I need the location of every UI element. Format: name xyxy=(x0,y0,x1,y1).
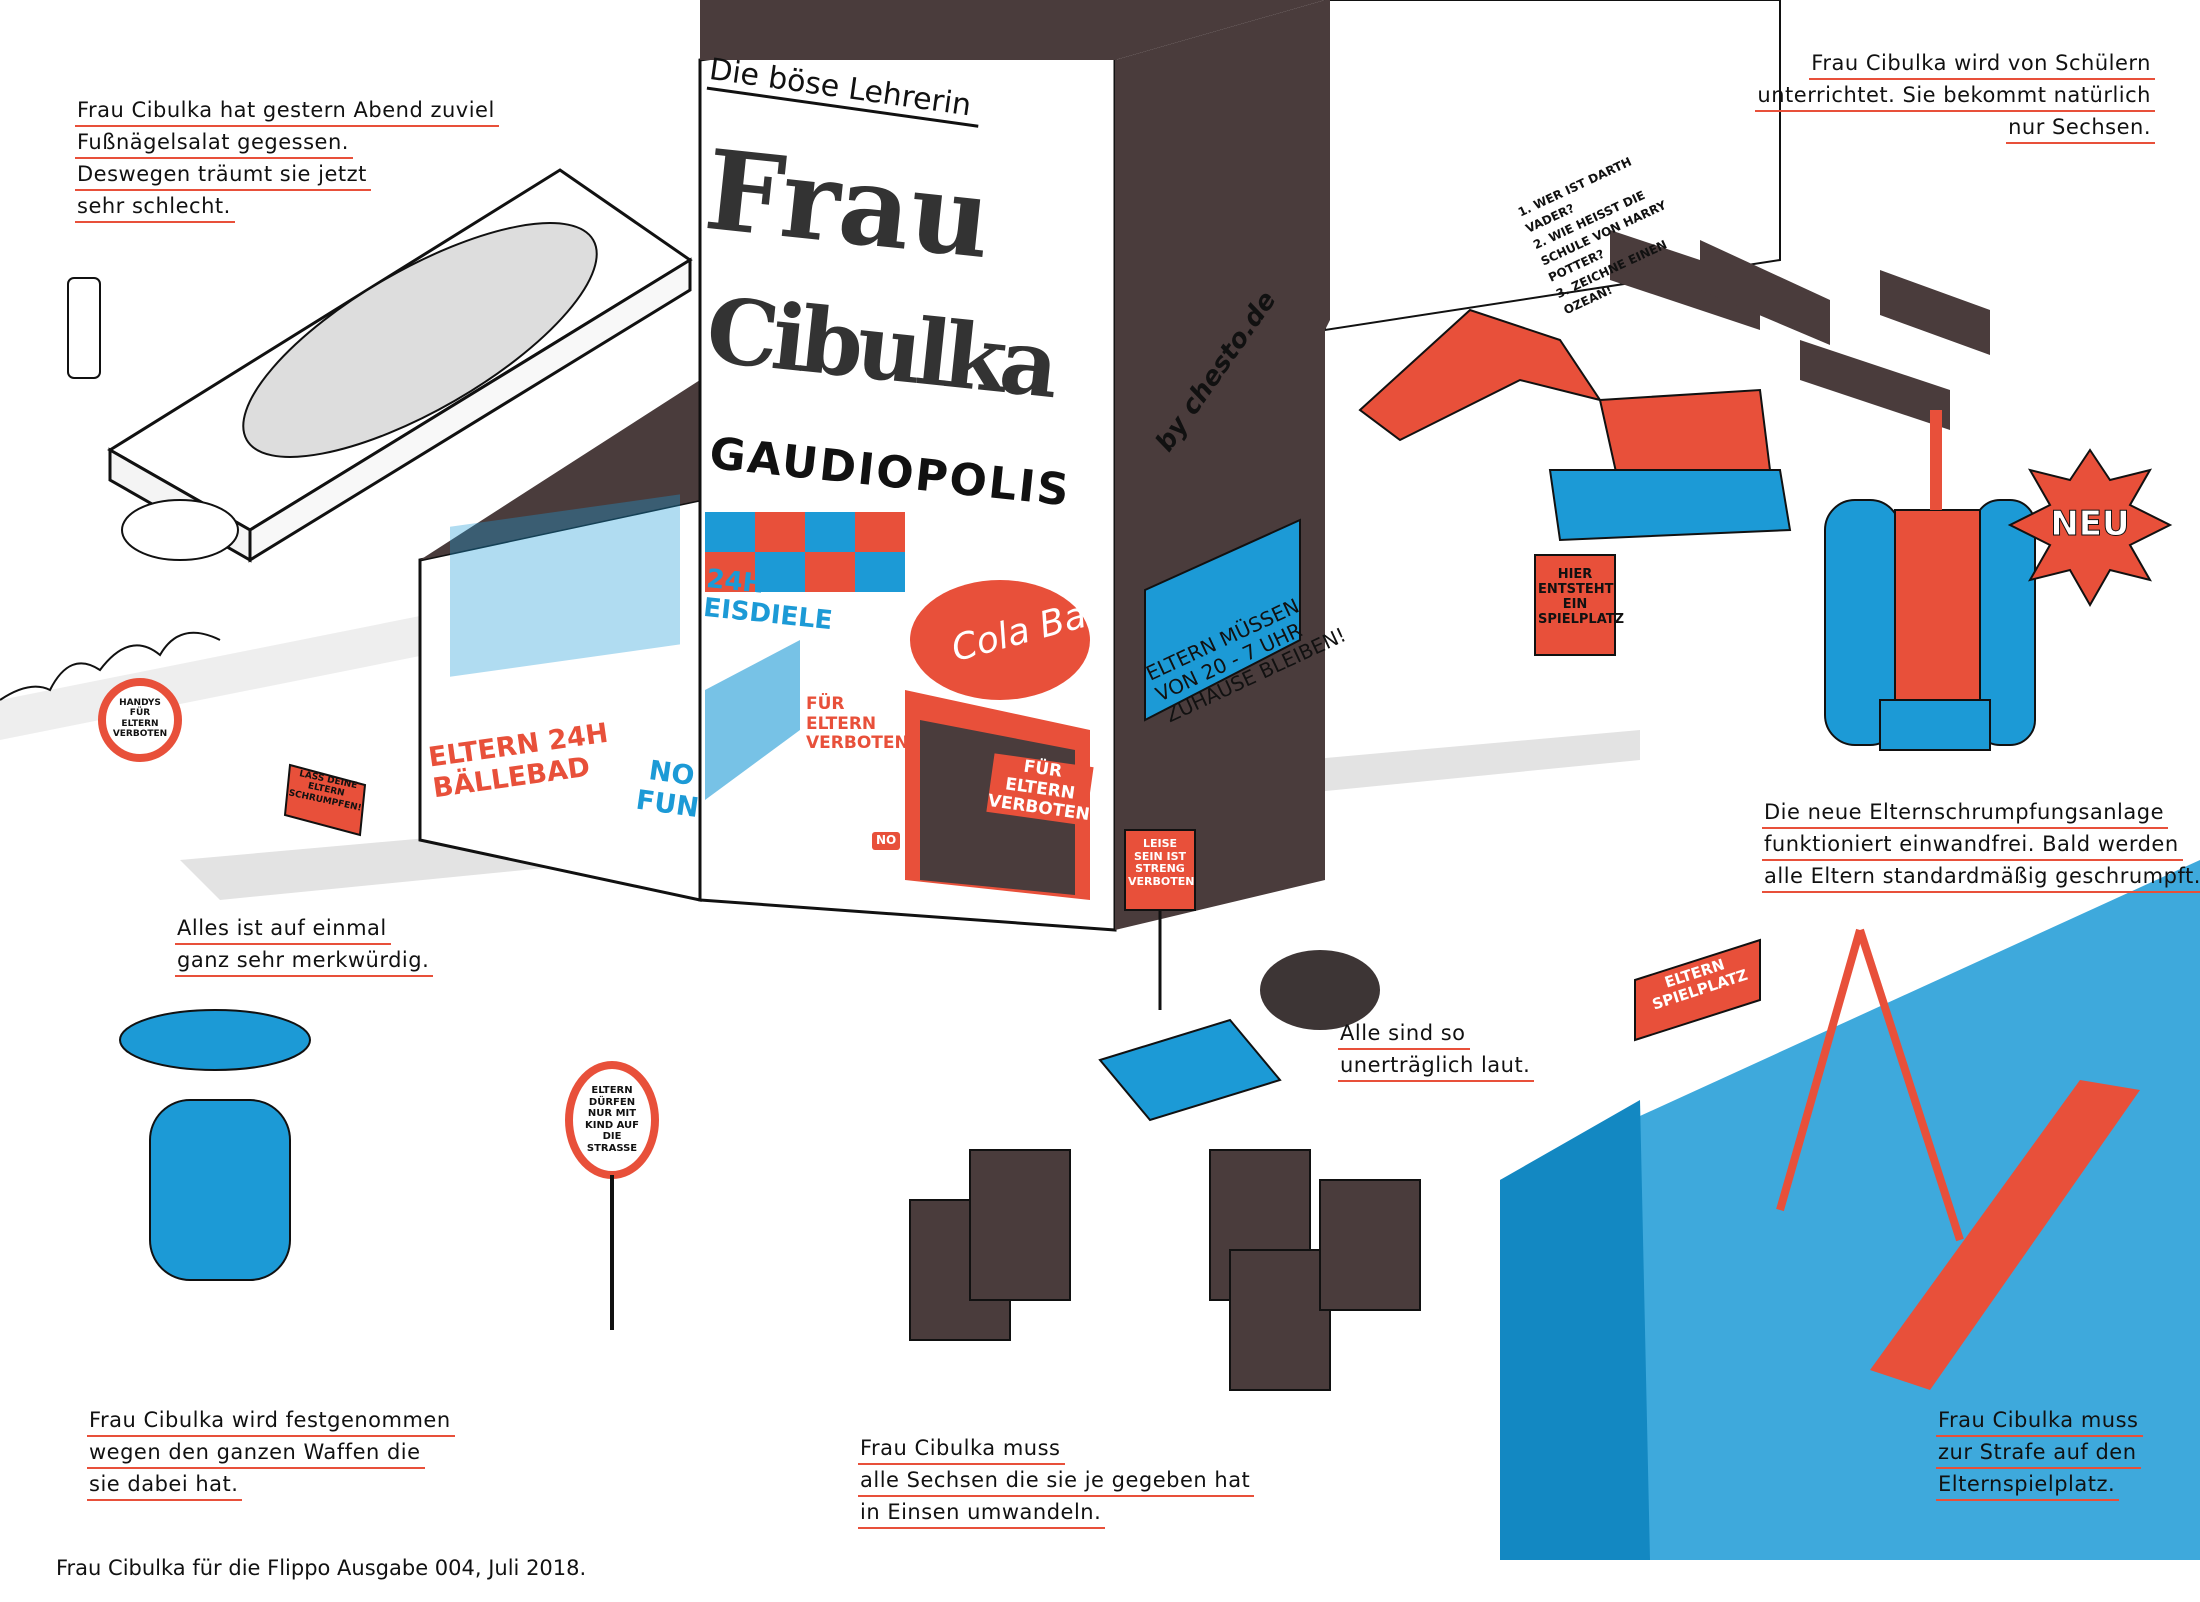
new-badge: NEU xyxy=(2050,504,2130,544)
caption-line: zur Strafe auf den xyxy=(1936,1437,2141,1469)
caption-line: Alle sind so xyxy=(1338,1018,1470,1050)
caption-line: funktioniert einwandfrei. Bald werden xyxy=(1762,829,2183,861)
policeman xyxy=(119,1009,311,1281)
excavator xyxy=(1358,308,1792,542)
new-starburst xyxy=(2007,448,2173,608)
caption-arrested: Frau Cibulka wird festgenommen wegen den… xyxy=(87,1405,455,1501)
playground-sign-board xyxy=(1634,938,1761,1042)
caption-strange: Alles ist auf einmal ganz sehr merkwürdi… xyxy=(175,913,434,977)
slide xyxy=(1870,1080,2140,1390)
construction-sign-board xyxy=(1534,554,1616,656)
caption-students: Frau Cibulka wird von Schülern unterrich… xyxy=(1755,48,2155,144)
caption-line: alle Sechsen die sie je gegeben hat xyxy=(858,1465,1255,1497)
caption-line: unterrichtet. Sie bekommt natürlich xyxy=(1755,80,2155,112)
caption-line: Frau Cibulka muss xyxy=(1936,1405,2143,1437)
caption-line: Fußnägelsalat gegessen. xyxy=(75,127,353,159)
shrinking-machine xyxy=(1824,410,2036,751)
no-badge: NO xyxy=(872,832,901,850)
smoke-cloud xyxy=(1260,950,1380,1030)
caption-line: Frau Cibulka hat gestern Abend zuviel xyxy=(75,95,499,127)
checker-pattern xyxy=(705,512,905,592)
caption-playground: Frau Cibulka muss zur Strafe auf den Elt… xyxy=(1936,1405,2143,1501)
caption-line: Frau Cibulka muss xyxy=(858,1433,1065,1465)
credit-line: Frau Cibulka für die Flippo Ausgabe 004,… xyxy=(56,1556,587,1580)
ball-pit xyxy=(450,494,680,677)
caption-line: ganz sehr merkwürdig. xyxy=(175,945,434,977)
caption-loud: Alle sind so unerträglich laut. xyxy=(1338,1018,1535,1082)
caption-sixes: Frau Cibulka muss alle Sechsen die sie j… xyxy=(858,1433,1255,1529)
caption-dream: Frau Cibulka hat gestern Abend zuviel Fu… xyxy=(75,95,499,223)
wall-edge xyxy=(1325,0,1330,330)
quiet-sign: LEISE SEIN IST STRENG VERBOTEN xyxy=(1128,837,1195,888)
street-sign: ELTERN DÜRFEN NUR MIT KIND AUF DIE STRAß… xyxy=(584,1085,639,1154)
curfew-sign-board xyxy=(1144,518,1301,722)
phones-sign-board xyxy=(98,678,182,762)
caption-line: Elternspielplatz. xyxy=(1936,1469,2120,1501)
caption-line: Alles ist auf einmal xyxy=(175,913,391,945)
bottle-icon xyxy=(67,277,101,379)
classroom-benches xyxy=(1610,230,1990,430)
caption-line: unerträglich laut. xyxy=(1338,1050,1535,1082)
caption-line: Die neue Elternschrumpfungsanlage xyxy=(1762,797,2169,829)
paper-stacks xyxy=(909,1149,1421,1391)
caption-line: nur Sechsen. xyxy=(2006,112,2155,144)
tower-side xyxy=(1115,0,1325,930)
quiet-sign-board xyxy=(1124,829,1196,911)
caption-line: Frau Cibulka wird festgenommen xyxy=(87,1405,455,1437)
caption-line: sie dabei hat. xyxy=(87,1469,243,1501)
cola-splash xyxy=(910,580,1090,700)
caption-line: Deswegen träumt sie jetzt xyxy=(75,159,371,191)
checker-verboten-sign: FÜR ELTERN VERBOTEN xyxy=(806,694,909,754)
shrink-sign-board xyxy=(283,763,367,837)
checker-wall xyxy=(705,640,800,800)
car xyxy=(1098,1018,1282,1122)
bowl-icon xyxy=(121,499,239,561)
caption-line: in Einsen umwandeln. xyxy=(858,1497,1106,1529)
swing-frame xyxy=(1776,928,1864,1212)
construction-sign: HIER ENTSTEHT EIN SPIELPLATZ xyxy=(1538,567,1625,627)
caption-machine: Die neue Elternschrumpfungsanlage funkti… xyxy=(1762,797,2200,893)
caption-line: alle Eltern standardmäßig geschrumpft. xyxy=(1762,861,2200,893)
caption-line: Frau Cibulka wird von Schülern xyxy=(1809,48,2155,80)
caption-line: wegen den ganzen Waffen die xyxy=(87,1437,425,1469)
caption-line: sehr schlecht. xyxy=(75,191,235,223)
playground-fence xyxy=(1500,860,2200,1560)
tower-title-line1: Frau xyxy=(699,125,997,284)
nofun-sign: NO FUN xyxy=(634,754,705,824)
phones-sign: HANDYS FÜR ELTERN VERBOTEN xyxy=(112,698,168,740)
dream-cloud xyxy=(0,631,221,701)
sleeping-woman xyxy=(242,222,598,458)
